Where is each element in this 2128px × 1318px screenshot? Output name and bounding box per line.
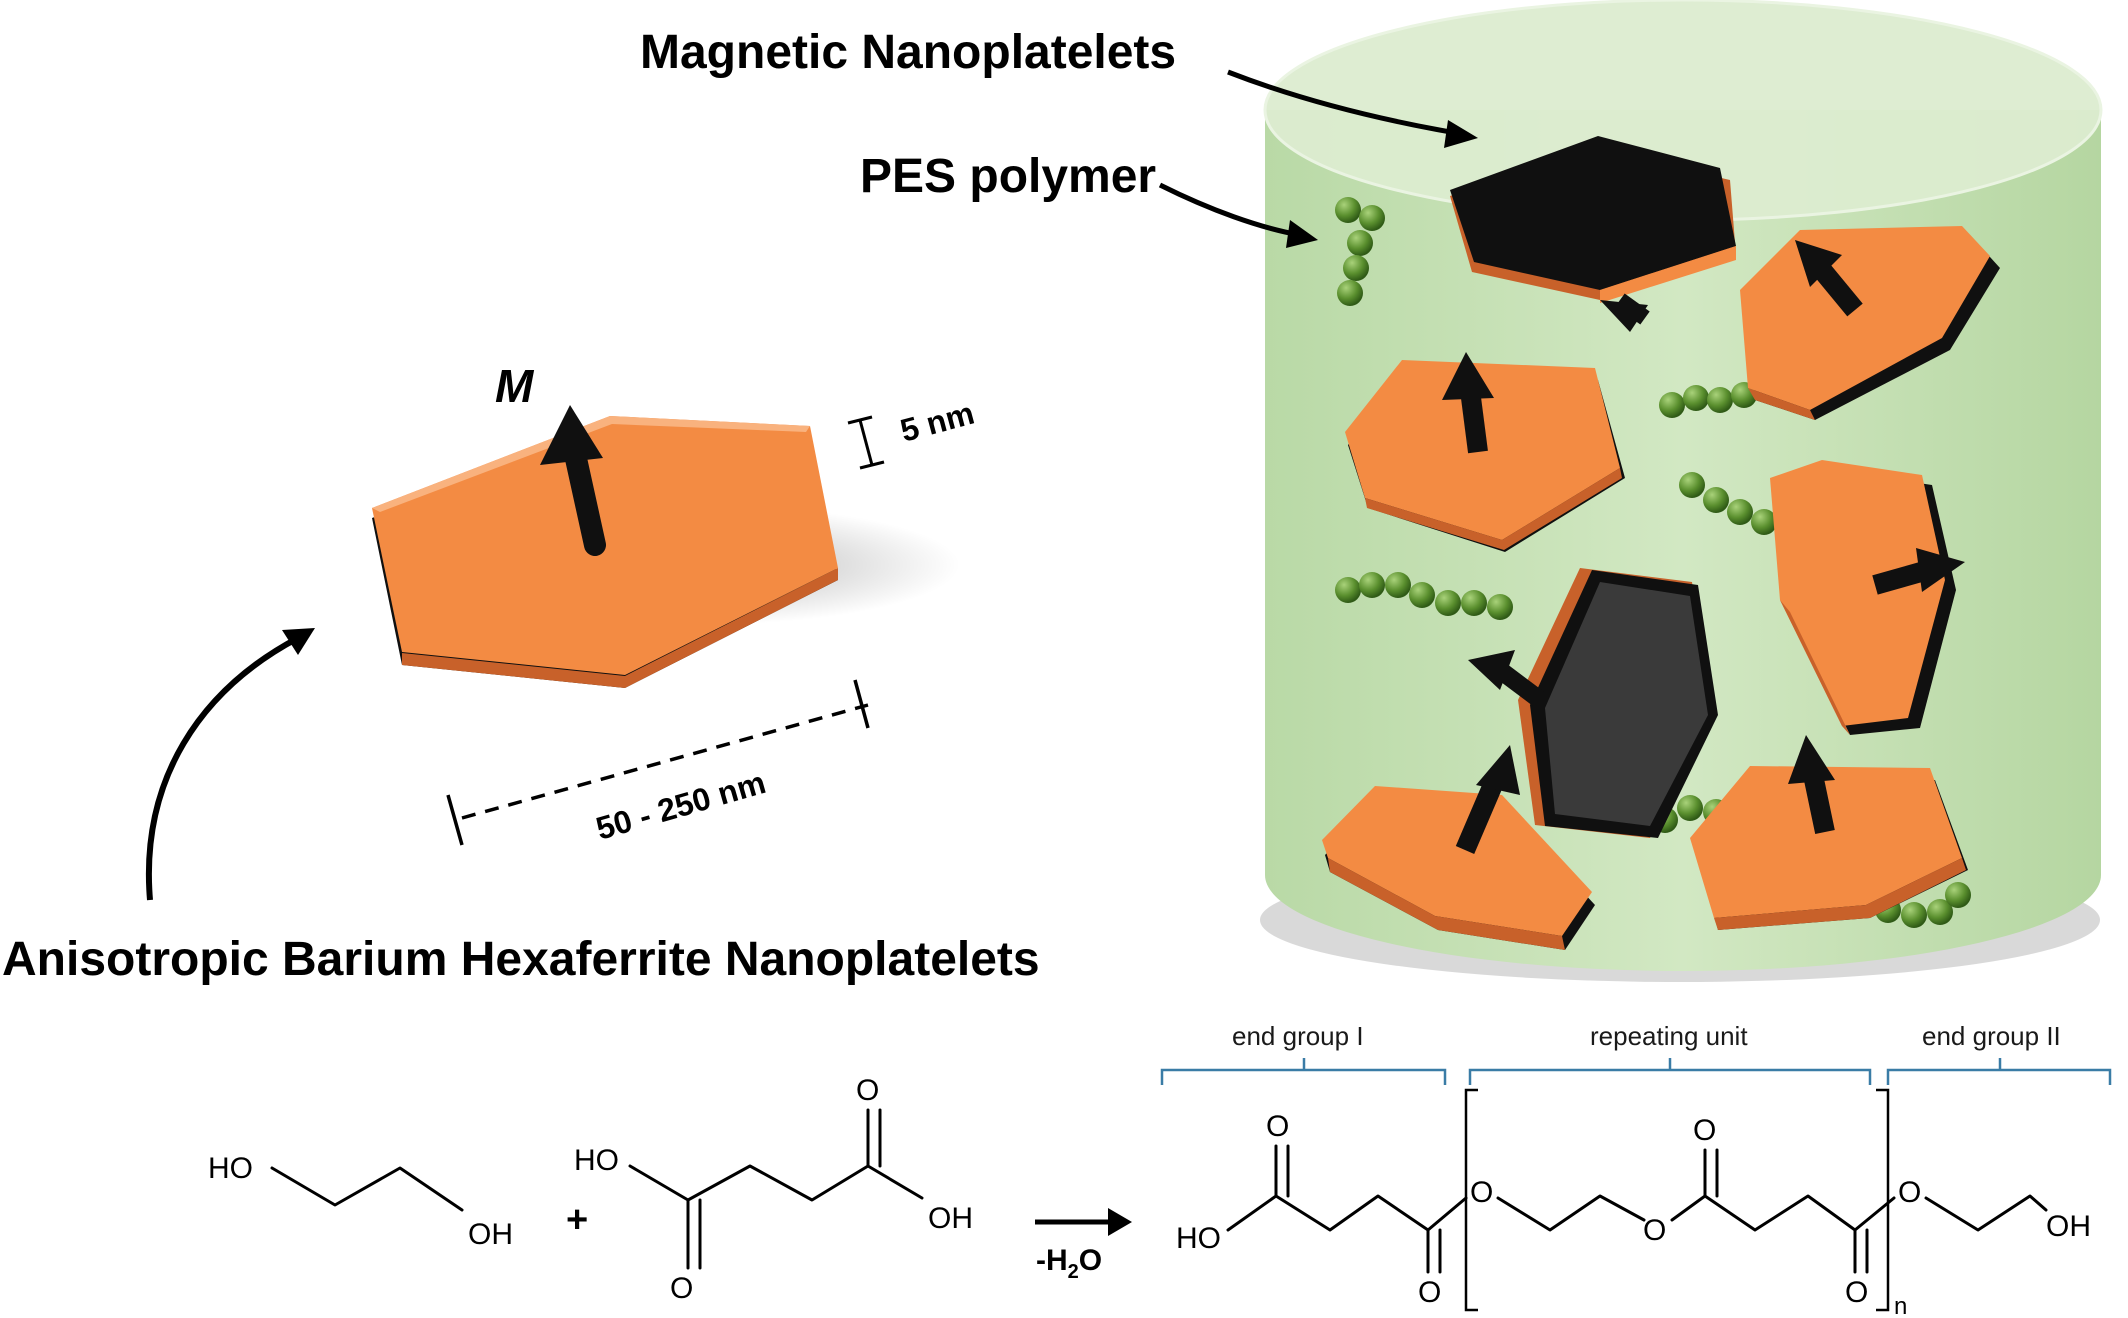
platelet-bottom-left [1322, 745, 1595, 950]
svg-text:repeating unit: repeating unit [1590, 1021, 1748, 1051]
svg-text:-H2O: -H2O [1036, 1244, 1102, 1283]
pes-chain-1 [1335, 197, 1385, 306]
svg-text:O: O [670, 1272, 693, 1305]
platelet-bottom-right [1690, 735, 1968, 930]
svg-text:OH: OH [928, 1202, 973, 1235]
moment-arrow-head [540, 405, 603, 465]
bracket-end-group-2: end group II [1886, 1021, 2112, 1085]
platelet-center-grey [1468, 568, 1718, 838]
moment-label: M [495, 360, 535, 412]
svg-text:end group II: end group II [1922, 1021, 2061, 1051]
svg-text:O: O [1693, 1114, 1716, 1147]
thickness-marker [847, 415, 885, 470]
svg-text:OH: OH [468, 1218, 513, 1251]
magnetic-nanoplatelets-label: Magnetic Nanoplatelets [640, 26, 1176, 79]
svg-text:O: O [1643, 1214, 1666, 1247]
width-marker [446, 679, 870, 846]
svg-text:HO: HO [574, 1144, 619, 1177]
moment-arrow-shaft [562, 434, 606, 556]
svg-text:O: O [1845, 1276, 1868, 1309]
svg-text:HO: HO [208, 1152, 253, 1185]
single-nanoplatelet [372, 405, 960, 688]
svg-text:O: O [1470, 1176, 1493, 1209]
platelet-top-right [1740, 226, 2000, 420]
thickness-label: 5 nm [896, 395, 977, 449]
svg-text:O: O [1266, 1110, 1289, 1143]
bracket-repeating: repeating unit [1468, 1021, 1872, 1085]
svg-text:end group I: end group I [1232, 1021, 1364, 1051]
svg-text:O: O [856, 1074, 879, 1107]
pes-polymer-label: PES polymer [860, 150, 1156, 203]
plus-sign: + [566, 1199, 588, 1241]
svg-text:O: O [1418, 1276, 1441, 1309]
platelet-mid-left [1345, 352, 1625, 552]
pes-structure: HO O O O O O O O OH n [1176, 1088, 2091, 1318]
magnetic-arrow [1227, 69, 1463, 137]
pes-chain-4 [1335, 572, 1513, 620]
pes-arrow-head [1286, 220, 1318, 248]
svg-text:HO: HO [1176, 1222, 1221, 1255]
succinic-acid: HO O O OH [574, 1074, 973, 1305]
curved-arrow [145, 635, 300, 901]
ethylene-glycol: HO OH [208, 1152, 513, 1251]
platelet-bevel [372, 416, 810, 512]
curved-arrow-head [282, 628, 315, 655]
width-label: 50 - 250 nm [592, 764, 769, 847]
water-loss-label: -H2O [1036, 1244, 1102, 1283]
main-title: Anisotropic Barium Hexaferrite Nanoplate… [2, 933, 1040, 986]
svg-text:n: n [1894, 1293, 1907, 1318]
platelet-right-standing [1770, 460, 1965, 735]
reaction-arrow-head [1108, 1208, 1132, 1236]
magnetic-arrow-head [1444, 120, 1478, 148]
pes-arrow [1158, 182, 1301, 238]
bracket-end-group-1: end group I [1160, 1021, 1447, 1085]
cylinder-top [1265, 0, 2101, 220]
svg-text:OH: OH [2046, 1210, 2091, 1243]
svg-text:O: O [1898, 1176, 1921, 1209]
platelet-black-top [1450, 136, 1736, 332]
